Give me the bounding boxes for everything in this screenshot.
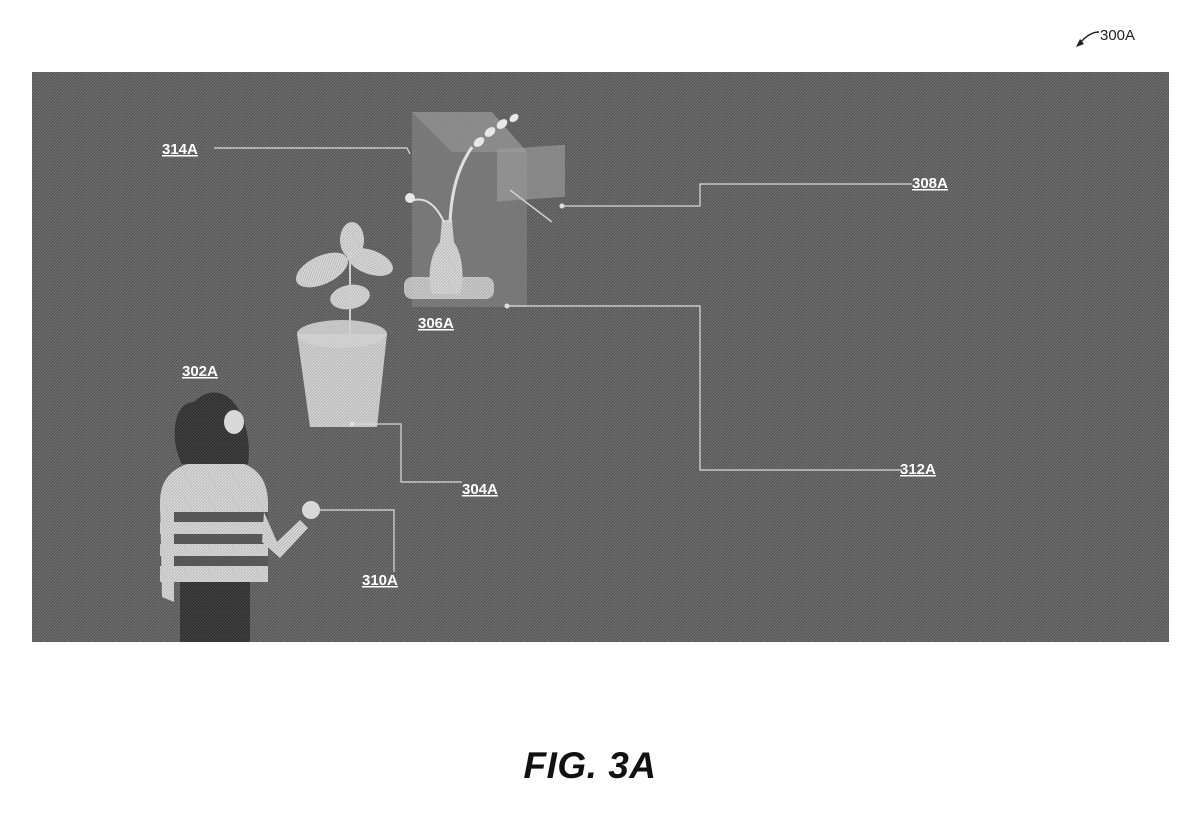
callout-314a: 314A [162,141,198,158]
leader-312a [507,305,902,471]
leader-310a [320,509,395,572]
callout-308a: 308A [912,175,948,192]
callout-310a: 310A [362,572,398,589]
leader-304a [352,423,462,483]
wall-panel [404,112,527,307]
callout-306a: 306A [418,315,454,332]
person-figure [160,392,320,642]
picture-frame [497,144,565,223]
leader-lines [214,147,912,572]
reference-arrow-icon [1076,31,1100,47]
scene-illustration: 314A 308A 306A 302A 304A 312A 310A [32,72,1169,642]
callout-304a: 304A [462,481,498,498]
callout-302a: 302A [182,363,218,380]
callout-312a: 312A [900,461,936,478]
figure-caption: FIG. 3A [523,745,657,786]
leader-314a [214,147,411,155]
potted-plant [295,222,393,427]
vase-with-flower [405,113,519,294]
figure-id-label: 300A [1100,27,1136,44]
leader-308a [562,183,912,207]
figure-reference: 300A [1072,26,1172,50]
